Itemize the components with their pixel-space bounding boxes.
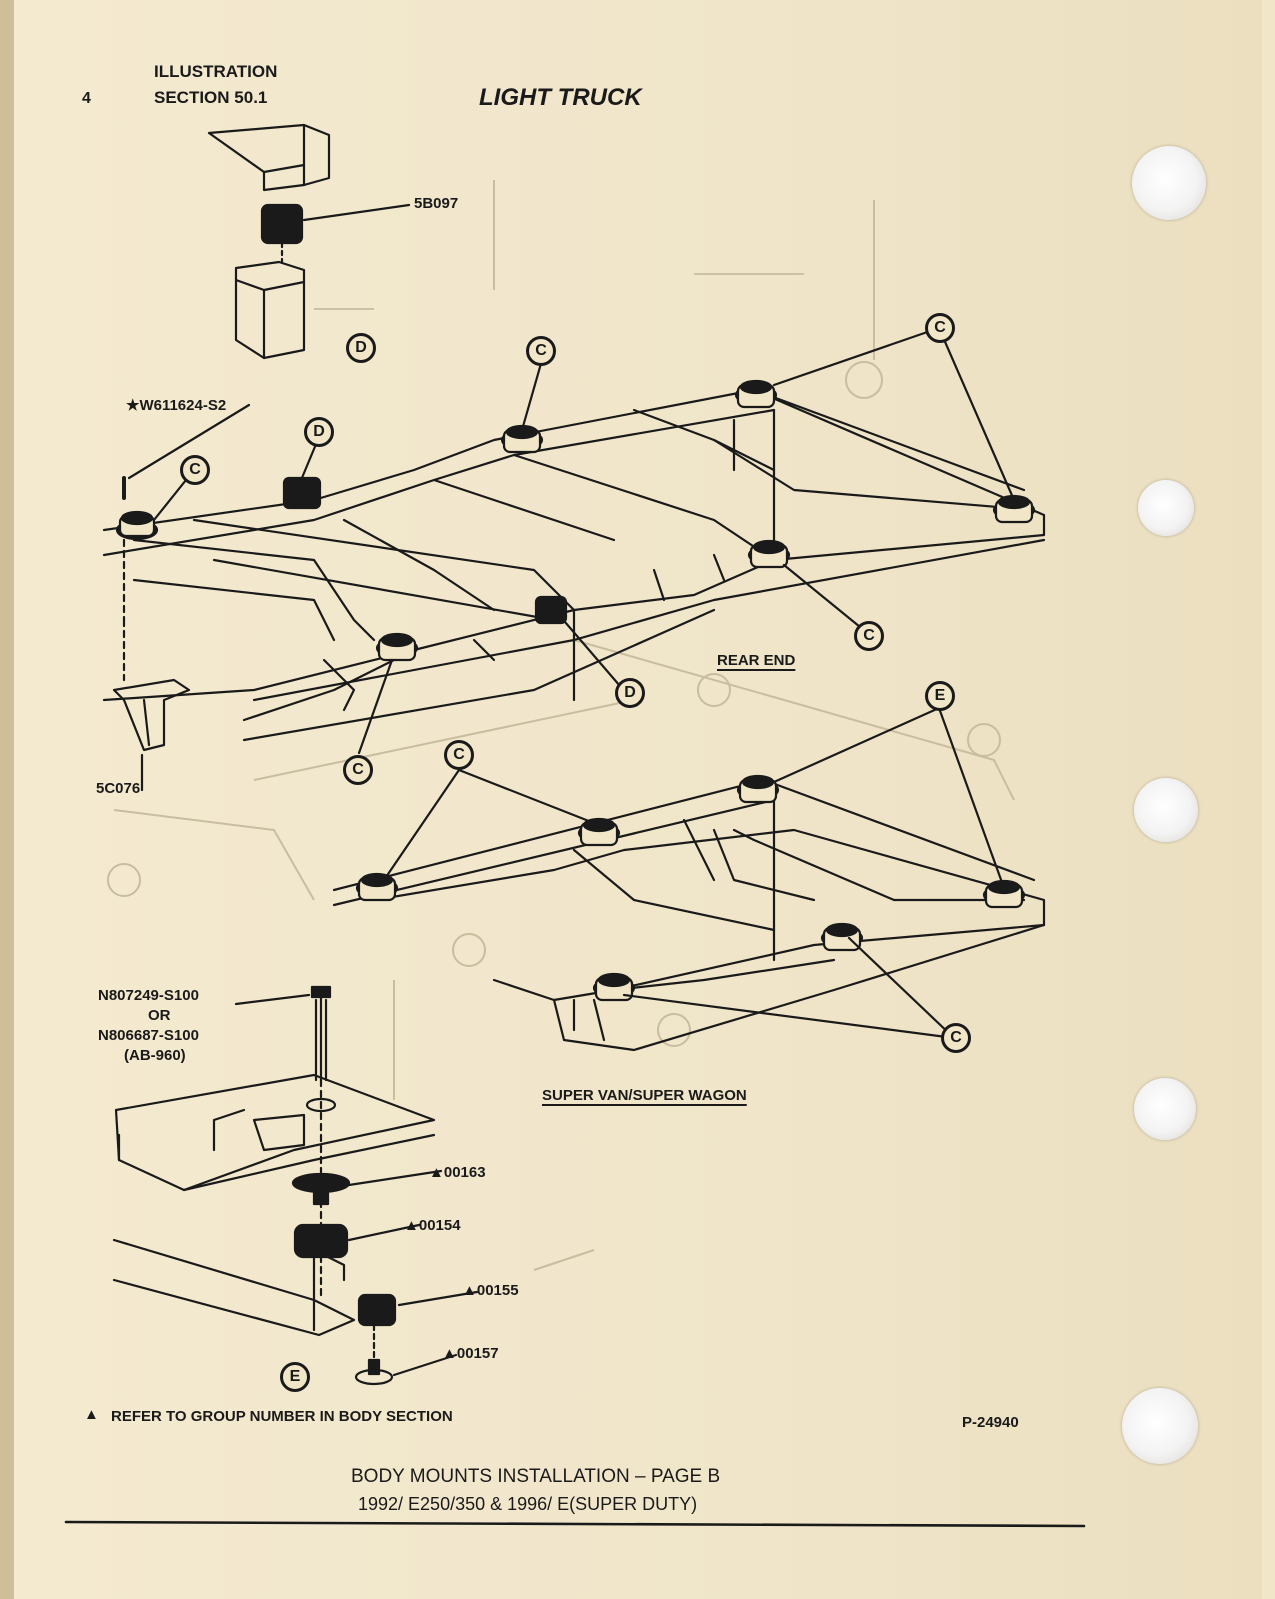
view-caption-rear-end: REAR END <box>717 652 796 669</box>
page-edge <box>0 0 14 1599</box>
callout-d: D <box>615 678 645 708</box>
callout-c: C <box>925 313 955 343</box>
bleed-through-mark <box>694 265 804 275</box>
note-symbol: ▲ <box>84 1406 99 1423</box>
bolt-option-2: N806687-S100 <box>98 1027 199 1044</box>
manual-page: 4 ILLUSTRATION SECTION 50.1 LIGHT TRUCK … <box>14 0 1262 1599</box>
page-title: LIGHT TRUCK <box>479 84 642 111</box>
binder-hole <box>1122 1388 1198 1464</box>
callout-e: E <box>925 681 955 711</box>
rear-leaders <box>127 326 1016 755</box>
binder-hole <box>1138 480 1194 536</box>
bolt-or: OR <box>148 1007 171 1024</box>
part-label-5b097: 5B097 <box>414 195 459 212</box>
section-label-line1: ILLUSTRATION <box>154 62 278 81</box>
part-label-00157: ▲00157 <box>442 1345 499 1362</box>
callout-c: C <box>343 755 373 785</box>
callout-c: C <box>854 621 884 651</box>
view-e-exploded <box>112 985 479 1386</box>
part-label-5c076: 5C076 <box>96 780 141 797</box>
footer-note: REFER TO GROUP NUMBER IN BODY SECTION <box>111 1408 453 1425</box>
callout-c: C <box>941 1023 971 1053</box>
view-caption-super-van: SUPER VAN/SUPER WAGON <box>542 1087 747 1104</box>
figure-code: P-24940 <box>962 1414 1019 1431</box>
part-label-w611624: ★W611624-S2 <box>126 397 227 414</box>
part-label-00155: ▲00155 <box>462 1282 519 1299</box>
section-label-line2: SECTION 50.1 <box>154 88 268 107</box>
bleed-through-artwork <box>107 180 1015 1271</box>
body-mount-diagram <box>64 123 1086 1528</box>
rear-mounts <box>115 379 1036 662</box>
binder-hole <box>1134 1078 1196 1140</box>
super-van-frame <box>332 778 1046 1052</box>
super-van-mounts <box>355 774 1026 1002</box>
caption-line2: 1992/ E250/350 & 1996/ E(SUPER DUTY) <box>358 1494 698 1514</box>
bracket-5c076 <box>112 678 191 792</box>
bleed-through-mark <box>314 300 374 310</box>
part-label-00154: ▲00154 <box>404 1217 461 1234</box>
binder-hole <box>1134 778 1198 842</box>
rear-end-frame <box>102 388 1046 742</box>
callout-c: C <box>526 336 556 366</box>
callout-c: C <box>180 455 210 485</box>
view-d-exploded <box>207 123 411 360</box>
bolt-spec: (AB-960) <box>124 1047 186 1064</box>
super-van-leaders <box>382 706 1006 1040</box>
callout-d: D <box>346 333 376 363</box>
bolt-option-1: N807249-S100 <box>98 987 199 1004</box>
callout-d: D <box>304 417 334 447</box>
binder-hole <box>1132 146 1206 220</box>
callout-c: C <box>444 740 474 770</box>
caption-line1: BODY MOUNTS INSTALLATION – PAGE B <box>351 1466 721 1487</box>
page-number: 4 <box>82 90 91 107</box>
part-label-00163: ▲00163 <box>429 1164 486 1181</box>
callout-e: E <box>280 1362 310 1392</box>
